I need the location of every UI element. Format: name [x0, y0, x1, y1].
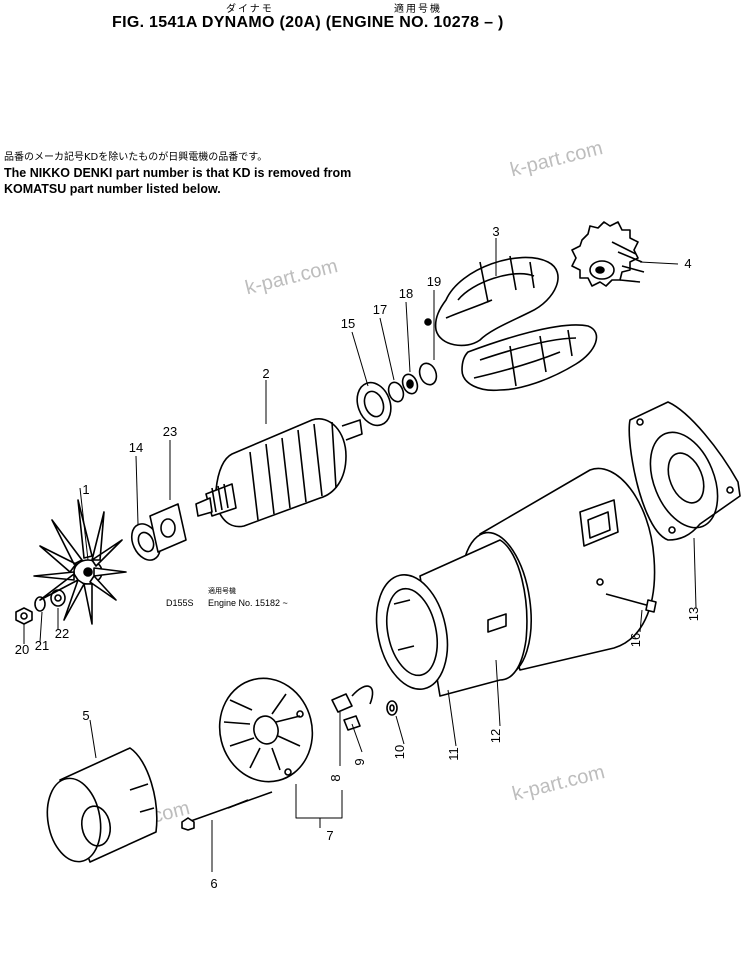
callout-9: 9 — [352, 758, 367, 765]
gear — [571, 221, 645, 287]
through-bolts — [181, 791, 273, 831]
end-cover — [628, 401, 741, 541]
nut-washers — [15, 589, 66, 625]
fan — [33, 499, 127, 625]
callout-15: 15 — [341, 316, 355, 331]
callout-10: 10 — [392, 745, 407, 759]
callout-1: 1 — [82, 482, 89, 497]
note-line-1: The NIKKO DENKI part number is that KD i… — [4, 166, 352, 180]
applicability-code: D155S — [166, 598, 194, 608]
callout-18: 18 — [399, 286, 413, 301]
callout-6: 6 — [210, 876, 217, 891]
note-jp: 品番のメーカ記号KDを除いたものが日興電機の品番です。 — [4, 152, 268, 163]
applicability-jp: 適用号機 — [208, 587, 236, 595]
applicability-engine: Engine No. 15182 ~ — [208, 598, 288, 608]
callout-19: 19 — [427, 274, 441, 289]
callout-21: 21 — [35, 638, 49, 653]
spacer-plate — [149, 503, 187, 553]
callout-4: 4 — [684, 256, 691, 271]
callout-3: 3 — [492, 224, 499, 239]
callout-23: 23 — [163, 424, 177, 439]
callouts: 1 2 3 4 5 6 7 8 9 10 11 12 13 14 15 16 1… — [15, 224, 701, 891]
callout-2: 2 — [262, 366, 269, 381]
brush-end-frame — [218, 677, 314, 783]
note-line-2: KOMATSU part number listed below. — [4, 182, 221, 196]
callout-16: 16 — [628, 633, 643, 647]
callout-20: 20 — [15, 642, 29, 657]
callout-13: 13 — [686, 607, 701, 621]
figure-title: FIG. 1541A DYNAMO (20A) (ENGINE NO. 1027… — [112, 14, 504, 31]
callout-7: 7 — [326, 828, 333, 843]
jp-part-name: ダイナモ — [226, 4, 274, 15]
callout-12: 12 — [488, 729, 503, 743]
brush-assembly — [331, 685, 374, 731]
pulley-cover — [46, 747, 158, 863]
callout-8: 8 — [328, 774, 343, 781]
pole-ring — [375, 574, 449, 690]
callout-5: 5 — [82, 708, 89, 723]
jp-serial-label: 適用号機 — [394, 4, 442, 15]
callout-11: 11 — [446, 747, 461, 761]
armature — [195, 418, 363, 528]
bearing-washers — [356, 362, 438, 427]
field-coils — [424, 255, 598, 392]
callout-14: 14 — [129, 440, 143, 455]
bolt — [605, 593, 657, 613]
callout-17: 17 — [373, 302, 387, 317]
spring — [386, 700, 398, 716]
leader-lines — [23, 238, 697, 872]
callout-22: 22 — [55, 626, 69, 641]
